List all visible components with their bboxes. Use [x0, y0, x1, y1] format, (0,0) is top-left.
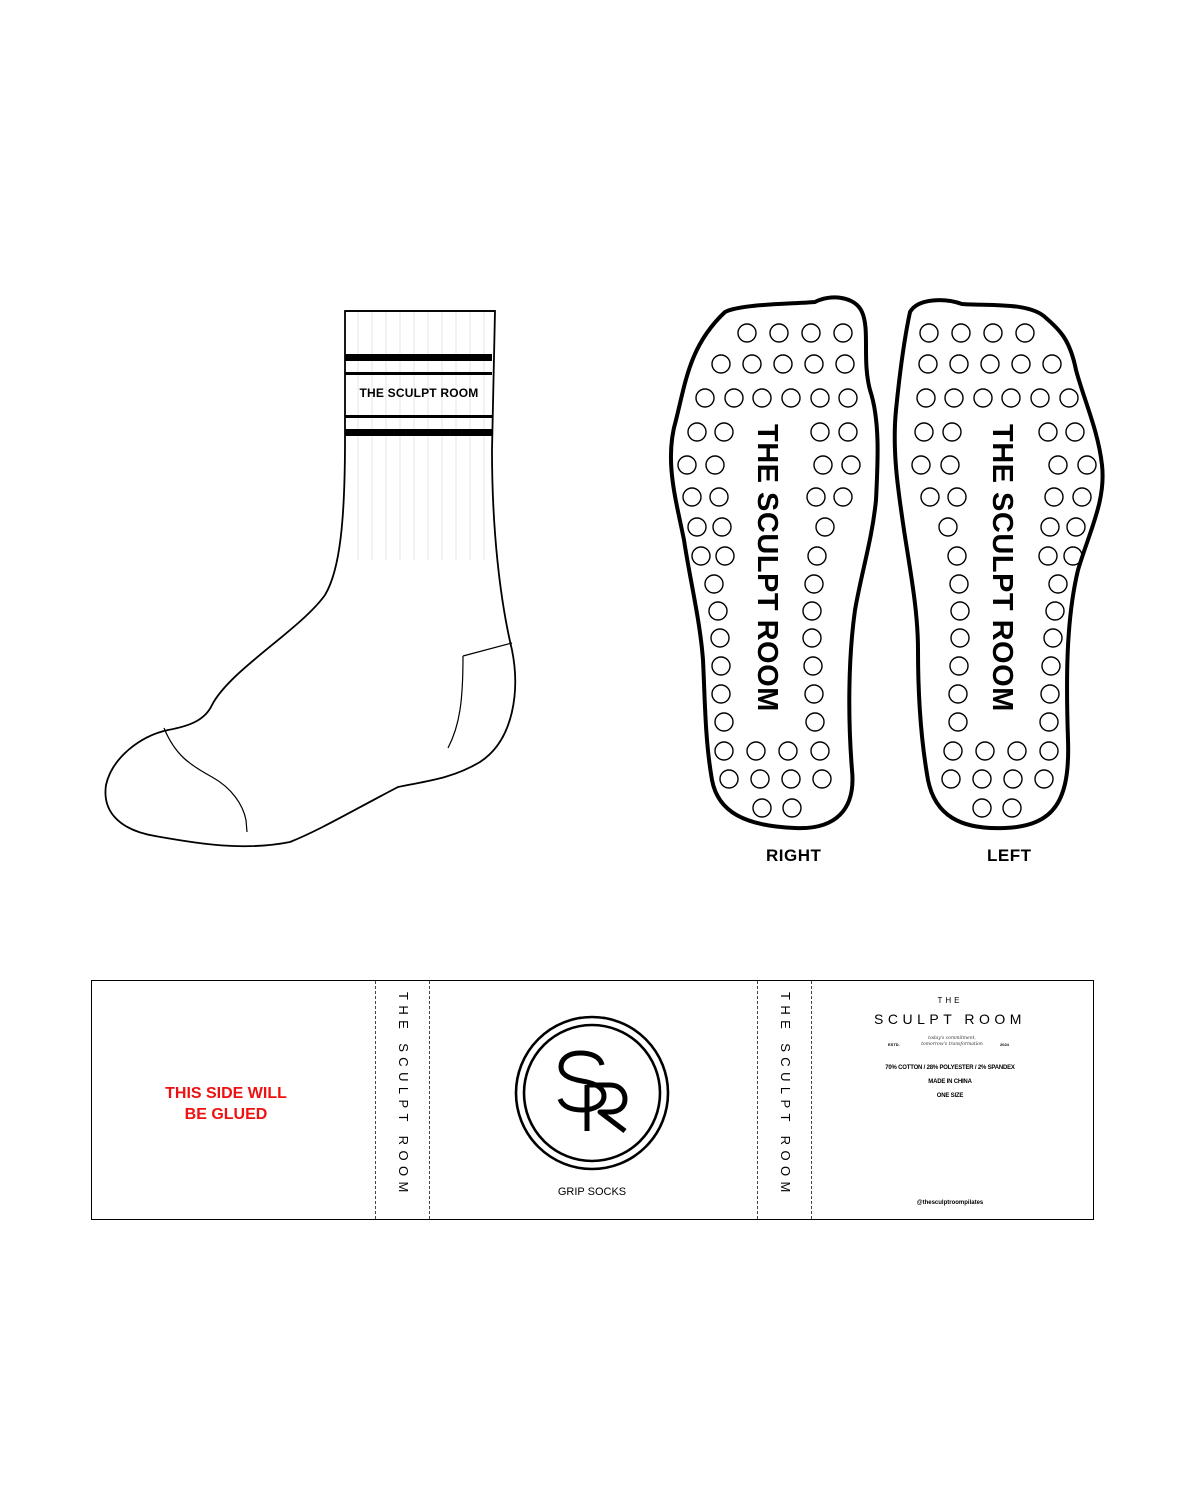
established-year: 2024: [1000, 1042, 1009, 1047]
country-of-origin: MADE IN CHINA: [928, 1079, 972, 1085]
sr-monogram-logo-icon: [514, 1015, 670, 1171]
material-composition: 70% COTTON / 28% POLYESTER / 2% SPANDEX: [885, 1065, 1015, 1071]
product-name: GRIP SOCKS: [557, 1186, 627, 1198]
social-handle: @thesculptroompilates: [916, 1200, 984, 1206]
glue-panel-warning: THIS SIDE WILL BE GLUED: [165, 1085, 287, 1123]
label-dieline: [91, 980, 1094, 1220]
side-panel-left-text: THE SCULPT ROOM: [396, 992, 411, 1198]
sock-cuff-text: THE SCULPT ROOM: [359, 386, 479, 400]
brand-name: SCULPT ROOM: [874, 1011, 1026, 1027]
brand-tagline: today's commitment, tomorrow's transform…: [921, 1036, 983, 1047]
right-sole-caption: RIGHT: [766, 846, 822, 865]
left-sole-caption: LEFT: [987, 846, 1032, 865]
left-sole-icon: [892, 298, 1105, 831]
fold-line: [429, 981, 430, 1219]
side-panel-right-text: THE SCULPT ROOM: [778, 992, 793, 1198]
fold-line: [757, 981, 758, 1219]
estd-label: ESTD.: [888, 1042, 900, 1047]
fold-line: [811, 981, 812, 1219]
brand-small: THE: [937, 996, 963, 1005]
right-sole-icon: [668, 295, 880, 831]
sock-outline-icon: [104, 310, 517, 848]
fold-line: [375, 981, 376, 1219]
size-info: ONE SIZE: [936, 1093, 964, 1099]
